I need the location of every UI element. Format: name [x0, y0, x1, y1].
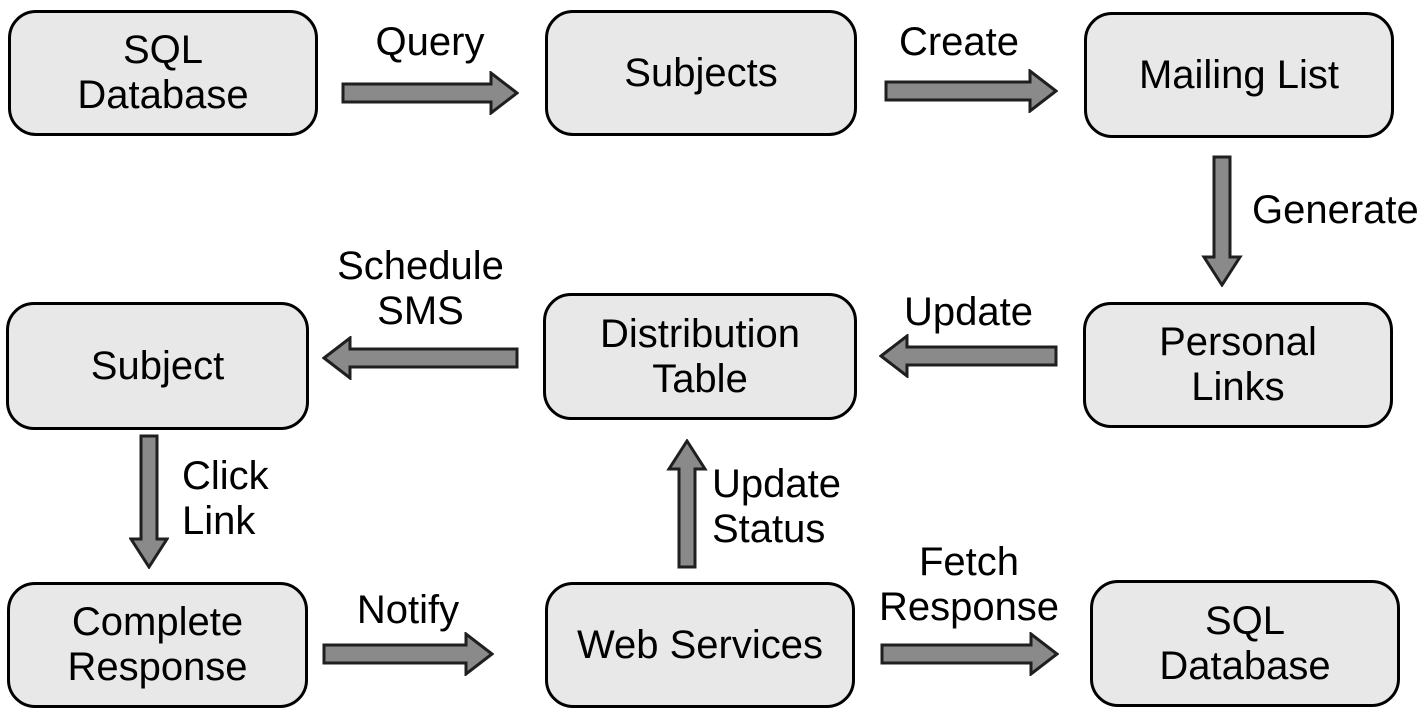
arrow-create	[884, 69, 1058, 113]
node-sql-database-top: SQL Database	[8, 10, 318, 136]
node-label-line: SQL	[122, 28, 204, 72]
node-subjects: Subjects	[545, 10, 857, 136]
node-personal-links: Personal Links	[1083, 302, 1393, 428]
node-label-line: SQL	[1204, 598, 1286, 643]
node-label-line: Distribution	[599, 311, 801, 356]
node-mailing-list: Mailing List	[1084, 12, 1394, 138]
edge-label-create: Create	[898, 20, 1020, 64]
node-label-line: Links	[1191, 365, 1285, 409]
arrow-schedule-sms	[322, 336, 519, 380]
edge-label-notify: Notify	[356, 588, 460, 632]
node-label-line: Personal	[1159, 320, 1317, 364]
node-label-line: Table	[652, 356, 748, 401]
edge-label-line: Click	[182, 454, 269, 498]
edge-label-click-link: Click Link	[182, 454, 269, 544]
edge-label-generate: Generate	[1252, 188, 1417, 232]
node-label-line: Database	[77, 73, 249, 117]
node-subject: Subject	[6, 302, 309, 430]
node-label-line: Mailing List	[1138, 52, 1340, 97]
edge-label-line: Update	[712, 462, 841, 506]
arrow-click-link	[129, 434, 169, 569]
node-distribution-table: Distribution Table	[543, 293, 857, 420]
edge-label-line: SMS	[377, 289, 464, 333]
arrow-query	[341, 71, 519, 115]
arrow-generate	[1201, 155, 1243, 287]
edge-label-line: Response	[878, 585, 1060, 629]
edge-label-line: Schedule	[337, 244, 504, 288]
edge-label-update-status: Update Status	[712, 462, 841, 552]
node-sql-database-bottom: SQL Database	[1090, 580, 1400, 707]
node-label-line: Response	[67, 645, 248, 689]
node-label-line: Complete	[71, 600, 244, 644]
edge-label-schedule-sms: Schedule SMS	[322, 244, 519, 334]
edge-label-line: Link	[182, 499, 256, 543]
node-label-line: Web Services	[576, 622, 823, 667]
arrow-update-status	[666, 439, 708, 569]
node-label-line: Subject	[90, 343, 225, 388]
arrow-update	[879, 334, 1058, 378]
arrow-fetch-response	[880, 632, 1059, 676]
arrow-notify	[322, 632, 494, 676]
node-label-line: Subjects	[624, 50, 778, 95]
edge-label-fetch-response: Fetch Response	[875, 540, 1063, 630]
node-web-services: Web Services	[545, 582, 855, 708]
edge-label-line: Status	[712, 507, 826, 551]
edge-label-update: Update	[904, 290, 1033, 334]
edge-label-line: Fetch	[918, 540, 1020, 584]
node-label-line: Database	[1159, 643, 1331, 688]
edge-label-query: Query	[375, 20, 485, 64]
node-complete-response: Complete Response	[7, 582, 308, 708]
